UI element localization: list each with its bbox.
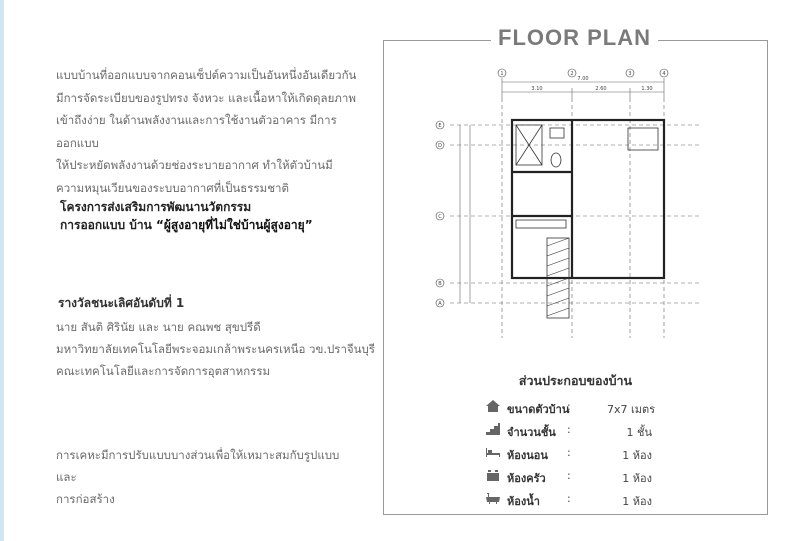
spec-list: ขนาดตัวบ้าน : 7x7 เมตร จำนวนชั้น : 1 ชั้… <box>485 397 665 512</box>
spec-value: 7x7 เมตร <box>607 403 656 416</box>
row-marker: D <box>438 143 442 149</box>
spec-colon: : <box>567 423 571 436</box>
dim-segment: 1.30 <box>641 86 652 92</box>
col-marker: 3 <box>628 71 631 77</box>
row-marker: B <box>438 281 442 287</box>
dim-segment: 2.60 <box>595 86 606 92</box>
intro-line: ให้ประหยัดพลังงานด้วยช่องระบายอากาศ ทำให… <box>56 158 333 172</box>
spec-label: ห้องนอน <box>507 449 548 462</box>
stairs-icon <box>486 423 500 435</box>
intro-block: แบบบ้านที่ออกแบบจากคอนเซ็ปต์ความเป็นอันห… <box>56 64 376 199</box>
award-line: นาย สันติ ศิรินัย และ นาย คณพช สุขปรีดี <box>56 320 261 334</box>
award-details: นาย สันติ ศิรินัย และ นาย คณพช สุขปรีดี … <box>56 316 375 382</box>
spec-label: ห้องน้ำ <box>507 495 540 508</box>
spec-colon: : <box>567 492 571 505</box>
spec-row: ขนาดตัวบ้าน : 7x7 เมตร <box>485 397 665 420</box>
spec-row: จำนวนชั้น : 1 ชั้น <box>485 420 665 443</box>
spec-value: 1 ห้อง <box>622 495 652 508</box>
row-marker: A <box>438 301 442 307</box>
spec-row: ห้องครัว : 1 ห้อง <box>485 466 665 489</box>
dim-segment: 3.10 <box>531 86 542 92</box>
intro-line: ความหมุนเวียนของระบบอากาศที่เป็นธรรมชาติ <box>56 180 289 195</box>
stove-icon <box>487 470 499 481</box>
dim-total: 7.00 <box>577 76 588 82</box>
project-line-2: การออกแบบ บ้าน “ผู้สูงอายุที่ไม่ใช่บ้านผ… <box>60 216 313 234</box>
row-marker: C <box>438 214 442 220</box>
modification-note: การเคหะมีการปรับแบบบางส่วนเพื่อให้เหมาะส… <box>56 444 356 510</box>
project-quote: “ผู้สูงอายุที่ไม่ใช่บ้านผู้สูงอายุ” <box>156 218 313 232</box>
left-accent-rule <box>0 0 4 541</box>
panel-title: FLOOR PLAN <box>498 25 651 50</box>
award-line: คณะเทคโนโลยีและการจัดการอุตสาหกรรม <box>56 364 271 378</box>
components-caption: ส่วนประกอบของบ้าน <box>518 373 633 388</box>
col-marker: 4 <box>662 71 665 77</box>
note-line: การก่อสร้าง <box>56 492 115 506</box>
spec-label: จำนวนชั้น <box>507 426 556 439</box>
spec-colon: : <box>567 469 571 482</box>
spec-colon: : <box>567 400 571 413</box>
intro-line: เข้าถึงง่าย ในด้านพลังงานและการใช้งานตัว… <box>56 113 337 150</box>
floor-plan-panel <box>383 40 768 515</box>
col-marker: 1 <box>500 71 503 77</box>
project-title: โครงการส่งเสริมการพัฒนานวัตกรรม การออกแบ… <box>60 198 313 234</box>
intro-line: มีการจัดระเบียบของรูปทรง จังหวะ และเนื้อ… <box>56 90 356 105</box>
spec-value: 1 ชั้น <box>626 426 652 439</box>
award-heading: รางวัลชนะเลิศอันดับที่ 1 <box>58 296 185 310</box>
bathtub-icon <box>486 493 500 504</box>
project-line-2-prefix: การออกแบบ บ้าน <box>60 218 157 232</box>
project-line-1: โครงการส่งเสริมการพัฒนานวัตกรรม <box>60 200 252 214</box>
row-marker: E <box>438 123 441 129</box>
spec-label: ห้องครัว <box>507 472 546 485</box>
spec-label: ขนาดตัวบ้าน <box>507 403 570 416</box>
spec-colon: : <box>567 446 571 459</box>
note-line: การเคหะมีการปรับแบบบางส่วนเพื่อให้เหมาะส… <box>56 448 340 484</box>
spec-value: 1 ห้อง <box>622 472 652 485</box>
bed-icon <box>486 448 500 457</box>
intro-line: แบบบ้านที่ออกแบบจากคอนเซ็ปต์ความเป็นอันห… <box>56 68 357 82</box>
floor-plan-drawing: 1 2 3 4 7.00 3.10 2.60 1.30 E D C B A <box>435 68 702 338</box>
col-marker: 2 <box>570 71 573 77</box>
panel-top-border-left <box>383 40 491 41</box>
panel-top-border-right <box>658 40 767 41</box>
house-icon <box>486 400 500 412</box>
spec-row: ห้องน้ำ : 1 ห้อง <box>485 489 665 512</box>
spec-row: ห้องนอน : 1 ห้อง <box>485 443 665 466</box>
award-line: มหาวิทยาลัยเทคโนโลยีพระจอมเกล้าพระนครเหน… <box>56 342 375 356</box>
spec-value: 1 ห้อง <box>622 449 652 462</box>
